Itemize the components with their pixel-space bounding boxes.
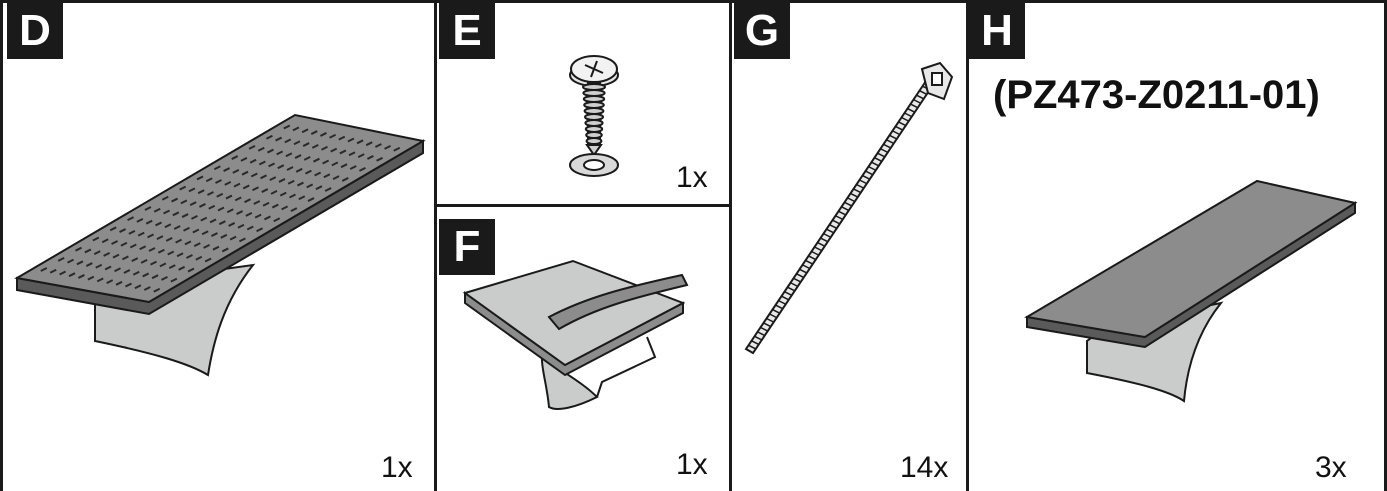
adhesive-pad-peel-icon [462,259,689,410]
panel-h-quantity: 3x [1315,451,1347,484]
panel-h-label: H [969,3,1025,59]
panel-d: D 1x [3,3,435,491]
cable-tie-icon [744,61,954,355]
flat-pad-with-adhesive-icon [1024,179,1358,403]
panel-e: E 1x [437,3,730,205]
panel-d-label: D [7,3,63,59]
panel-d-quantity: 1x [381,451,413,484]
part-number-label: (PZ473-Z0211-01) [993,73,1320,117]
panel-f-label: F [439,219,495,275]
screw-and-lock-washer-icon [569,55,619,177]
panel-e-quantity: 1x [676,161,708,194]
perforated-pad-with-adhesive-icon [14,113,426,377]
panel-h: H (PZ473-Z0211-01) 3x [969,3,1385,491]
panel-f: F 1x [437,207,730,491]
panel-e-label: E [439,3,495,59]
panel-f-quantity: 1x [676,448,708,481]
panel-g-label: G [734,3,790,59]
panel-g: G 14x [732,3,967,491]
panel-g-quantity: 14x [900,451,949,484]
